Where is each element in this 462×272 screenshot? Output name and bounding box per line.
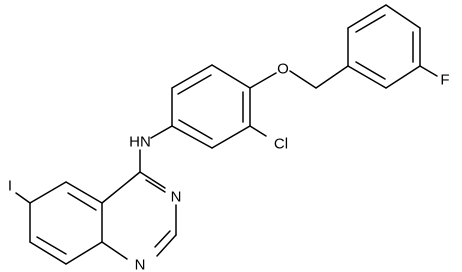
fluorophenyl-ring xyxy=(347,4,438,89)
fluorine-label: F xyxy=(440,72,449,89)
amine-linkage xyxy=(139,125,173,173)
benzyloxy-chain xyxy=(249,65,349,89)
iodo-bond xyxy=(15,192,31,204)
amine-nh-label: HN xyxy=(129,134,151,151)
chloro-bond xyxy=(249,125,267,137)
pyrimidine-ring xyxy=(101,171,177,260)
benzo-ring xyxy=(29,181,103,265)
nitrogen-n3-label: N xyxy=(171,189,182,206)
iodine-label: I xyxy=(8,178,12,195)
nitrogen-n1-label: N xyxy=(135,257,146,272)
aniline-ring xyxy=(171,64,251,149)
chlorine-label: Cl xyxy=(274,136,288,153)
oxygen-label: O xyxy=(277,61,289,78)
